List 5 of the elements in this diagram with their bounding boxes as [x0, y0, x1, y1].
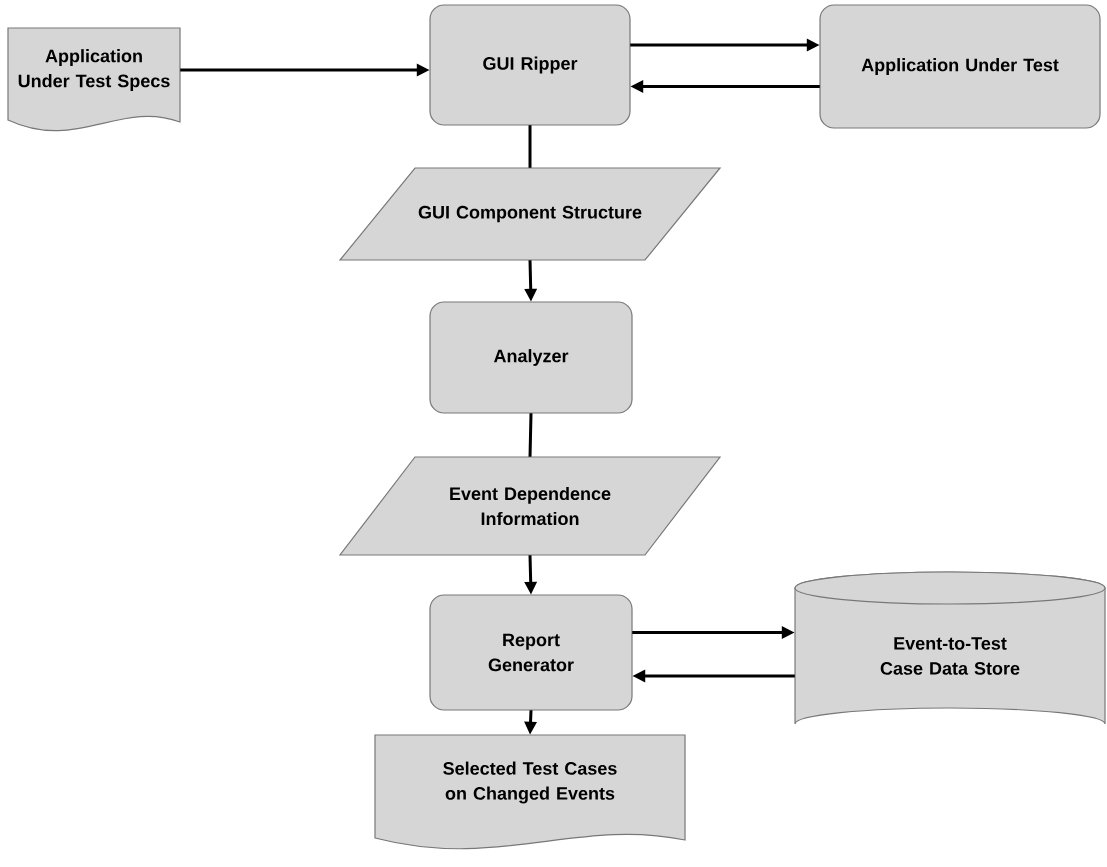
- process-box: Application Under Test: [819, 4, 1101, 129]
- process-box: Analyzer: [429, 301, 633, 414]
- process-box: Report Generator: [429, 594, 633, 711]
- process-box: GUI Ripper: [429, 4, 631, 126]
- database-cylinder: Event-to-Test Case Data Store: [794, 571, 1106, 725]
